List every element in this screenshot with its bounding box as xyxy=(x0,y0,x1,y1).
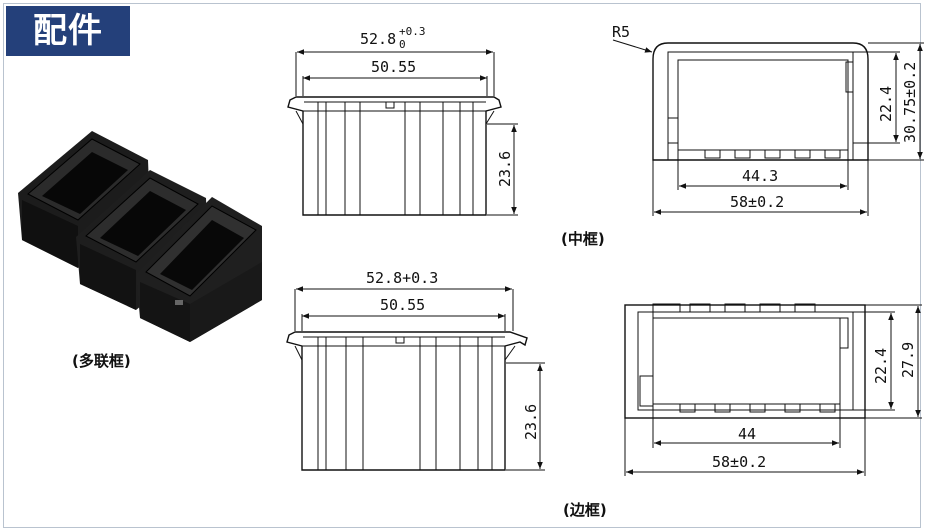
section-badge: 配件 xyxy=(6,6,130,56)
dim-middle-front-width-inner: 50.55 xyxy=(371,58,416,76)
product-photo-multi-frame xyxy=(18,131,262,342)
dim-middle-front-tol-sub: 0 xyxy=(399,38,406,51)
middle-frame-top-view: R5 44.3 58±0.2 22.4 30.75±0.2 xyxy=(612,23,924,216)
dim-middle-front-width-total: 52.8 xyxy=(360,30,396,48)
dim-middle-top-inner-width: 44.3 xyxy=(742,167,778,185)
side-frame-top-view: 44 58±0.2 22.4 27.9 xyxy=(624,303,922,476)
dim-side-top-inner-width: 44 xyxy=(738,425,756,443)
dim-side-top-outer-width: 58±0.2 xyxy=(712,453,766,471)
dim-middle-top-outer-width: 58±0.2 xyxy=(730,193,784,211)
dim-middle-front-height: 23.6 xyxy=(496,151,514,187)
dim-side-front-width-inner: 50.55 xyxy=(380,296,425,314)
dim-middle-top-inner-height: 22.4 xyxy=(877,86,895,122)
side-frame-front-view: 52.8+0.3 50.55 23.6 xyxy=(286,269,545,471)
middle-frame-front-view: 52.8 +0.3 0 50.55 23.6 xyxy=(287,25,518,216)
dim-side-front-height: 23.6 xyxy=(522,404,540,440)
page-frame xyxy=(3,3,921,528)
caption-side-frame: (边框) xyxy=(563,501,607,519)
dim-side-front-width-total: 52.8+0.3 xyxy=(366,269,438,287)
dim-middle-top-outer-height: 30.75±0.2 xyxy=(901,62,919,143)
dim-middle-top-radius: R5 xyxy=(612,23,630,41)
dim-side-top-inner-height: 22.4 xyxy=(872,348,890,384)
dim-side-top-outer-height: 27.9 xyxy=(899,342,917,378)
caption-middle-frame: (中框) xyxy=(561,230,605,248)
dim-middle-front-tol-sup: +0.3 xyxy=(399,25,426,38)
caption-multi-frame: (多联框) xyxy=(72,352,131,370)
